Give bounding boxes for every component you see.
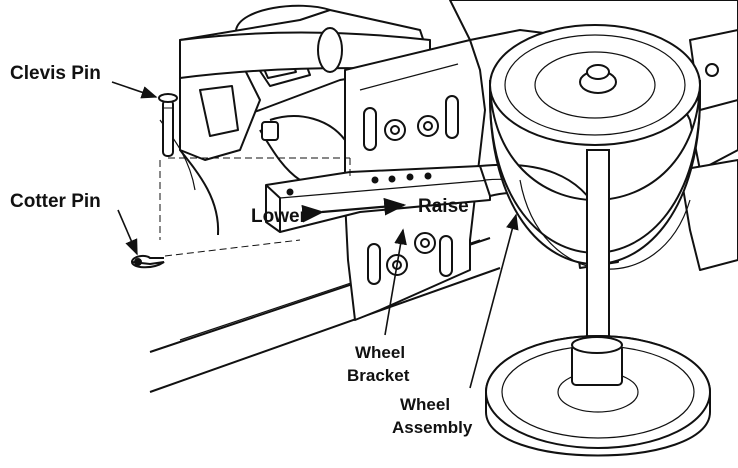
wheel-assembly-label-line2: Assembly (392, 418, 473, 437)
lower-raise-double-arrow (301, 197, 407, 223)
clevis-pin-label: Clevis Pin (10, 63, 101, 84)
leader-lines (111, 81, 519, 389)
lower-wheel-illustration (485, 149, 711, 457)
wheel-assembly-label-line1: Wheel (400, 395, 450, 414)
raise-label: Raise (418, 196, 469, 217)
wheel-bracket-label-line1: Wheel (355, 343, 405, 362)
alignment-guide-lines (159, 157, 351, 257)
cotter-pin-illustration (130, 254, 165, 269)
clevis-pin-illustration (158, 93, 178, 157)
lower-label: Lower (251, 206, 308, 227)
wheel-bracket-label-line2: Bracket (347, 366, 410, 385)
cotter-pin-label: Cotter Pin (10, 191, 101, 212)
